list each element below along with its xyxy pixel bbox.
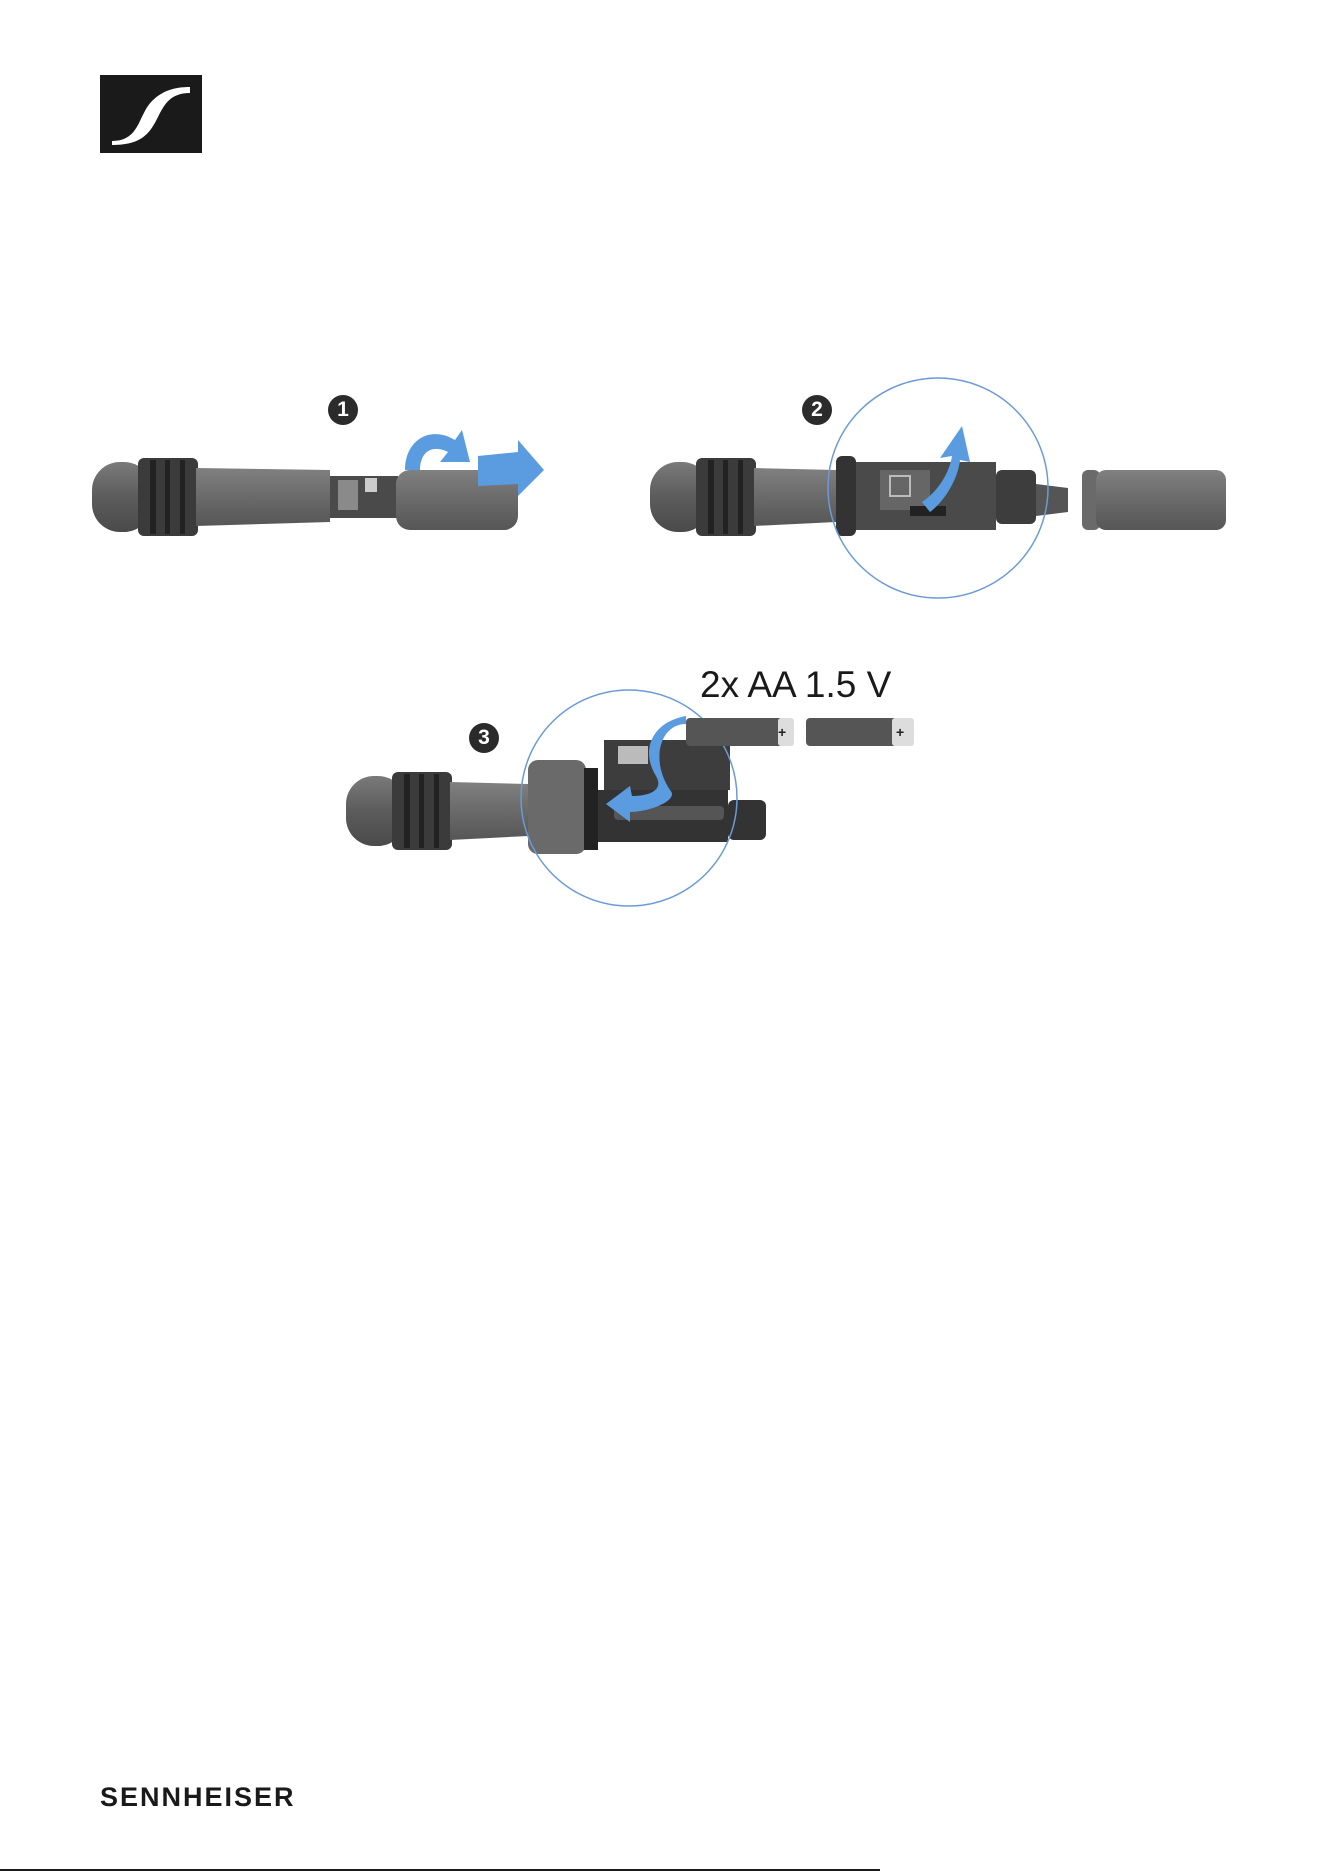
brand-wordmark: SENNHEISER — [100, 1782, 296, 1813]
aa-battery-1: + — [686, 718, 794, 746]
svg-text:+: + — [778, 724, 786, 740]
aa-battery-2: + — [806, 718, 914, 746]
step-1-microphone — [92, 458, 518, 536]
battery-insertion-illustration: + + — [0, 0, 1324, 1000]
step-3-microphone — [346, 740, 766, 854]
svg-text:+: + — [896, 724, 904, 740]
footer-divider — [0, 1869, 880, 1871]
